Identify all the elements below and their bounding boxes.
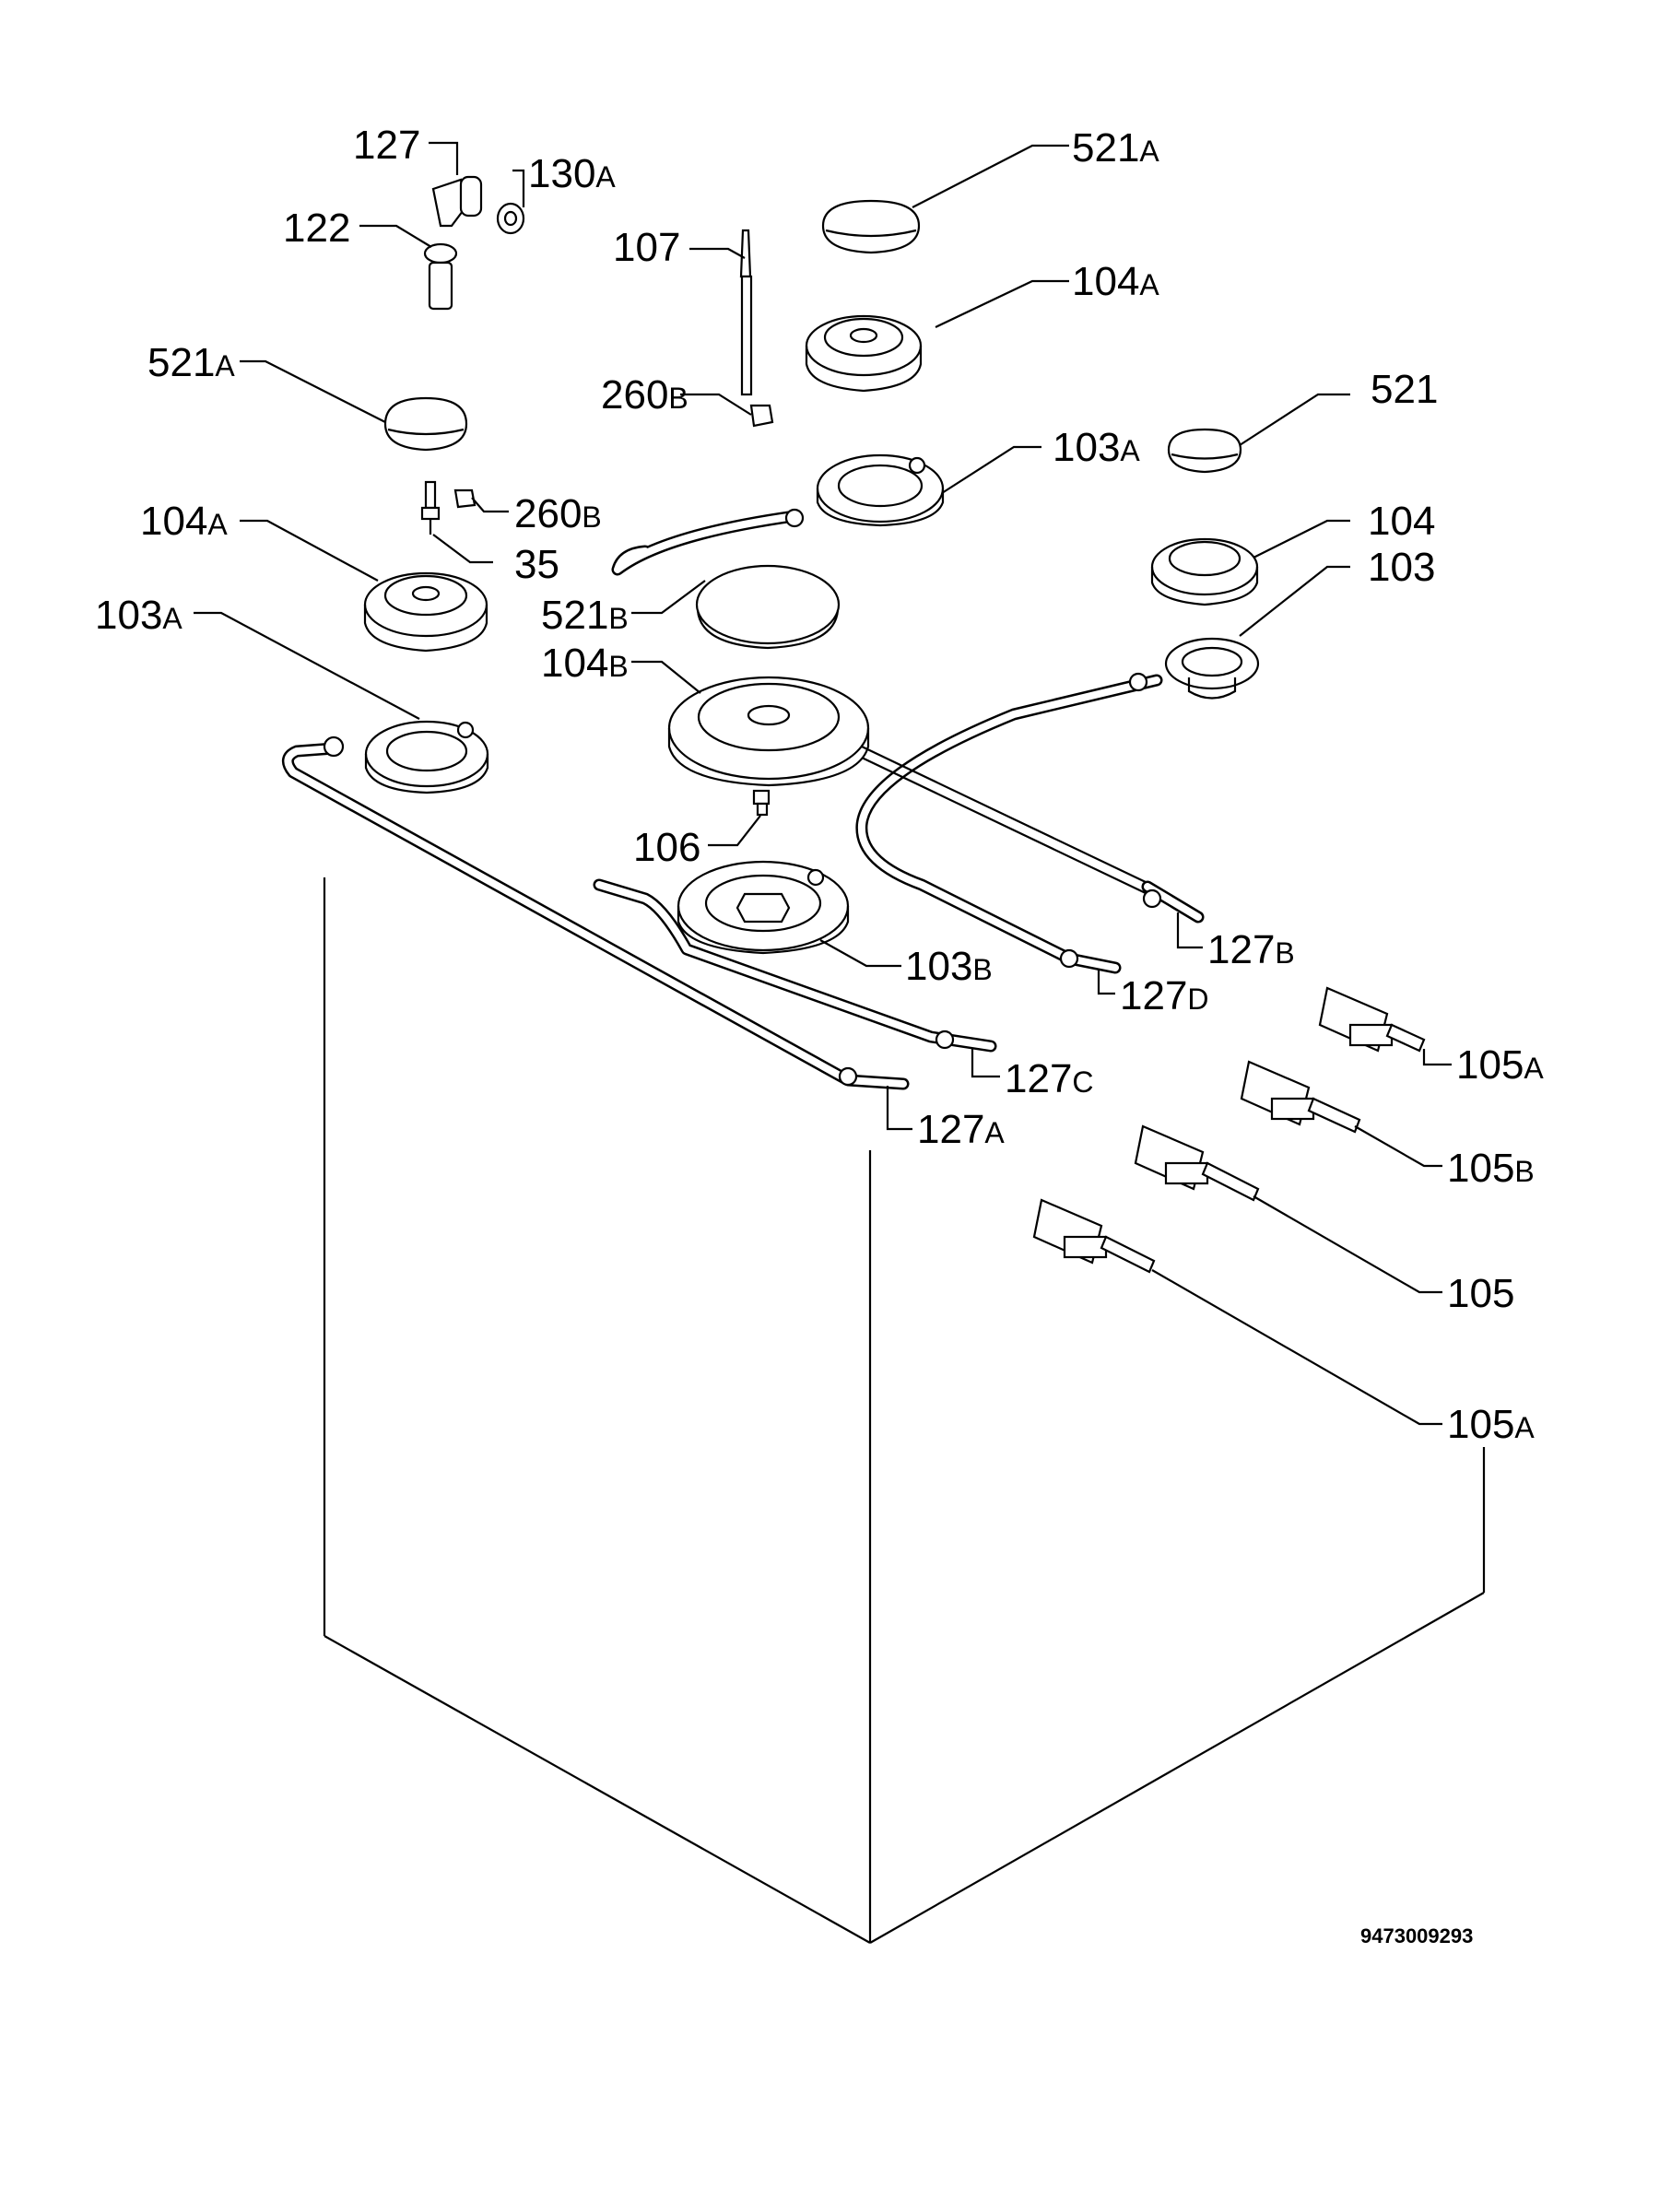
burner-base-103a-top (816, 453, 945, 527)
label-35: 35 (514, 542, 559, 587)
label-104a-left: 104A (140, 499, 228, 544)
label-103a-top: 103A (1053, 425, 1140, 470)
label-107: 107 (613, 225, 680, 270)
burner-head-104b-center (667, 676, 870, 787)
label-104a-top: 104A (1072, 259, 1159, 304)
label-521a-left: 521A (147, 340, 235, 385)
burner-head-104a-top (805, 314, 923, 393)
burner-base-103a-left (364, 720, 489, 794)
label-103a-left: 103A (95, 593, 182, 638)
label-105b: 105B (1447, 1146, 1535, 1191)
label-105: 105 (1447, 1271, 1514, 1316)
label-127b: 127B (1207, 927, 1295, 972)
gas-valve-105a-bottom (1032, 1198, 1156, 1274)
gas-pipe-127c (593, 878, 997, 1053)
gas-pipe-127b (611, 508, 1205, 924)
label-521b: 521B (541, 593, 629, 638)
label-260b-top: 260B (601, 372, 688, 418)
burner-head-104a-left (363, 571, 488, 653)
gas-pipe-127a (281, 735, 910, 1090)
label-104: 104 (1368, 499, 1435, 544)
label-103b: 103B (905, 944, 993, 989)
label-106: 106 (633, 825, 700, 870)
clip-260b-top (749, 404, 774, 428)
burner-cap-521-right (1167, 428, 1242, 474)
label-122: 122 (283, 206, 350, 251)
gas-valve-105a-top (1318, 986, 1426, 1053)
label-127a: 127A (917, 1107, 1005, 1152)
label-103: 103 (1368, 545, 1435, 590)
label-127: 127 (353, 123, 420, 168)
nozzle-106 (752, 789, 771, 817)
clip-260b-left (453, 488, 477, 509)
burner-base-103-right (1164, 637, 1260, 700)
elbow-connector-127 (431, 175, 483, 228)
appliance-housing-outline (323, 877, 1486, 1944)
label-521: 521 (1371, 367, 1438, 412)
washer-130a (496, 202, 525, 235)
document-number: 9473009293 (1360, 1924, 1473, 1947)
burner-cap-521a-top (821, 199, 921, 254)
gas-pipe-127d (855, 672, 1163, 974)
label-127d: 127D (1120, 973, 1209, 1018)
burner-cap-521b-center (695, 564, 841, 650)
burner-head-104-right (1150, 537, 1259, 606)
fitting-122 (423, 242, 458, 311)
leader-lines (194, 141, 1452, 1426)
label-260b-left: 260B (514, 491, 602, 536)
gas-valve-105b (1240, 1060, 1361, 1134)
label-130a: 130A (528, 151, 616, 196)
label-105a-top: 105A (1456, 1042, 1544, 1088)
burner-cap-521a-left (383, 396, 468, 452)
ignition-electrode-35 (420, 480, 441, 535)
thermocouple-107 (739, 229, 753, 396)
label-104b: 104B (541, 641, 629, 686)
gas-valve-105 (1134, 1124, 1260, 1202)
label-105a-bottom: 105A (1447, 1402, 1535, 1447)
label-127c: 127C (1005, 1056, 1094, 1101)
label-521a-top: 521A (1072, 125, 1159, 171)
part-labels: 127 130A 122 107 521A 104A 260B 521A 521… (95, 123, 1544, 1947)
burner-base-103b-center (677, 860, 850, 955)
